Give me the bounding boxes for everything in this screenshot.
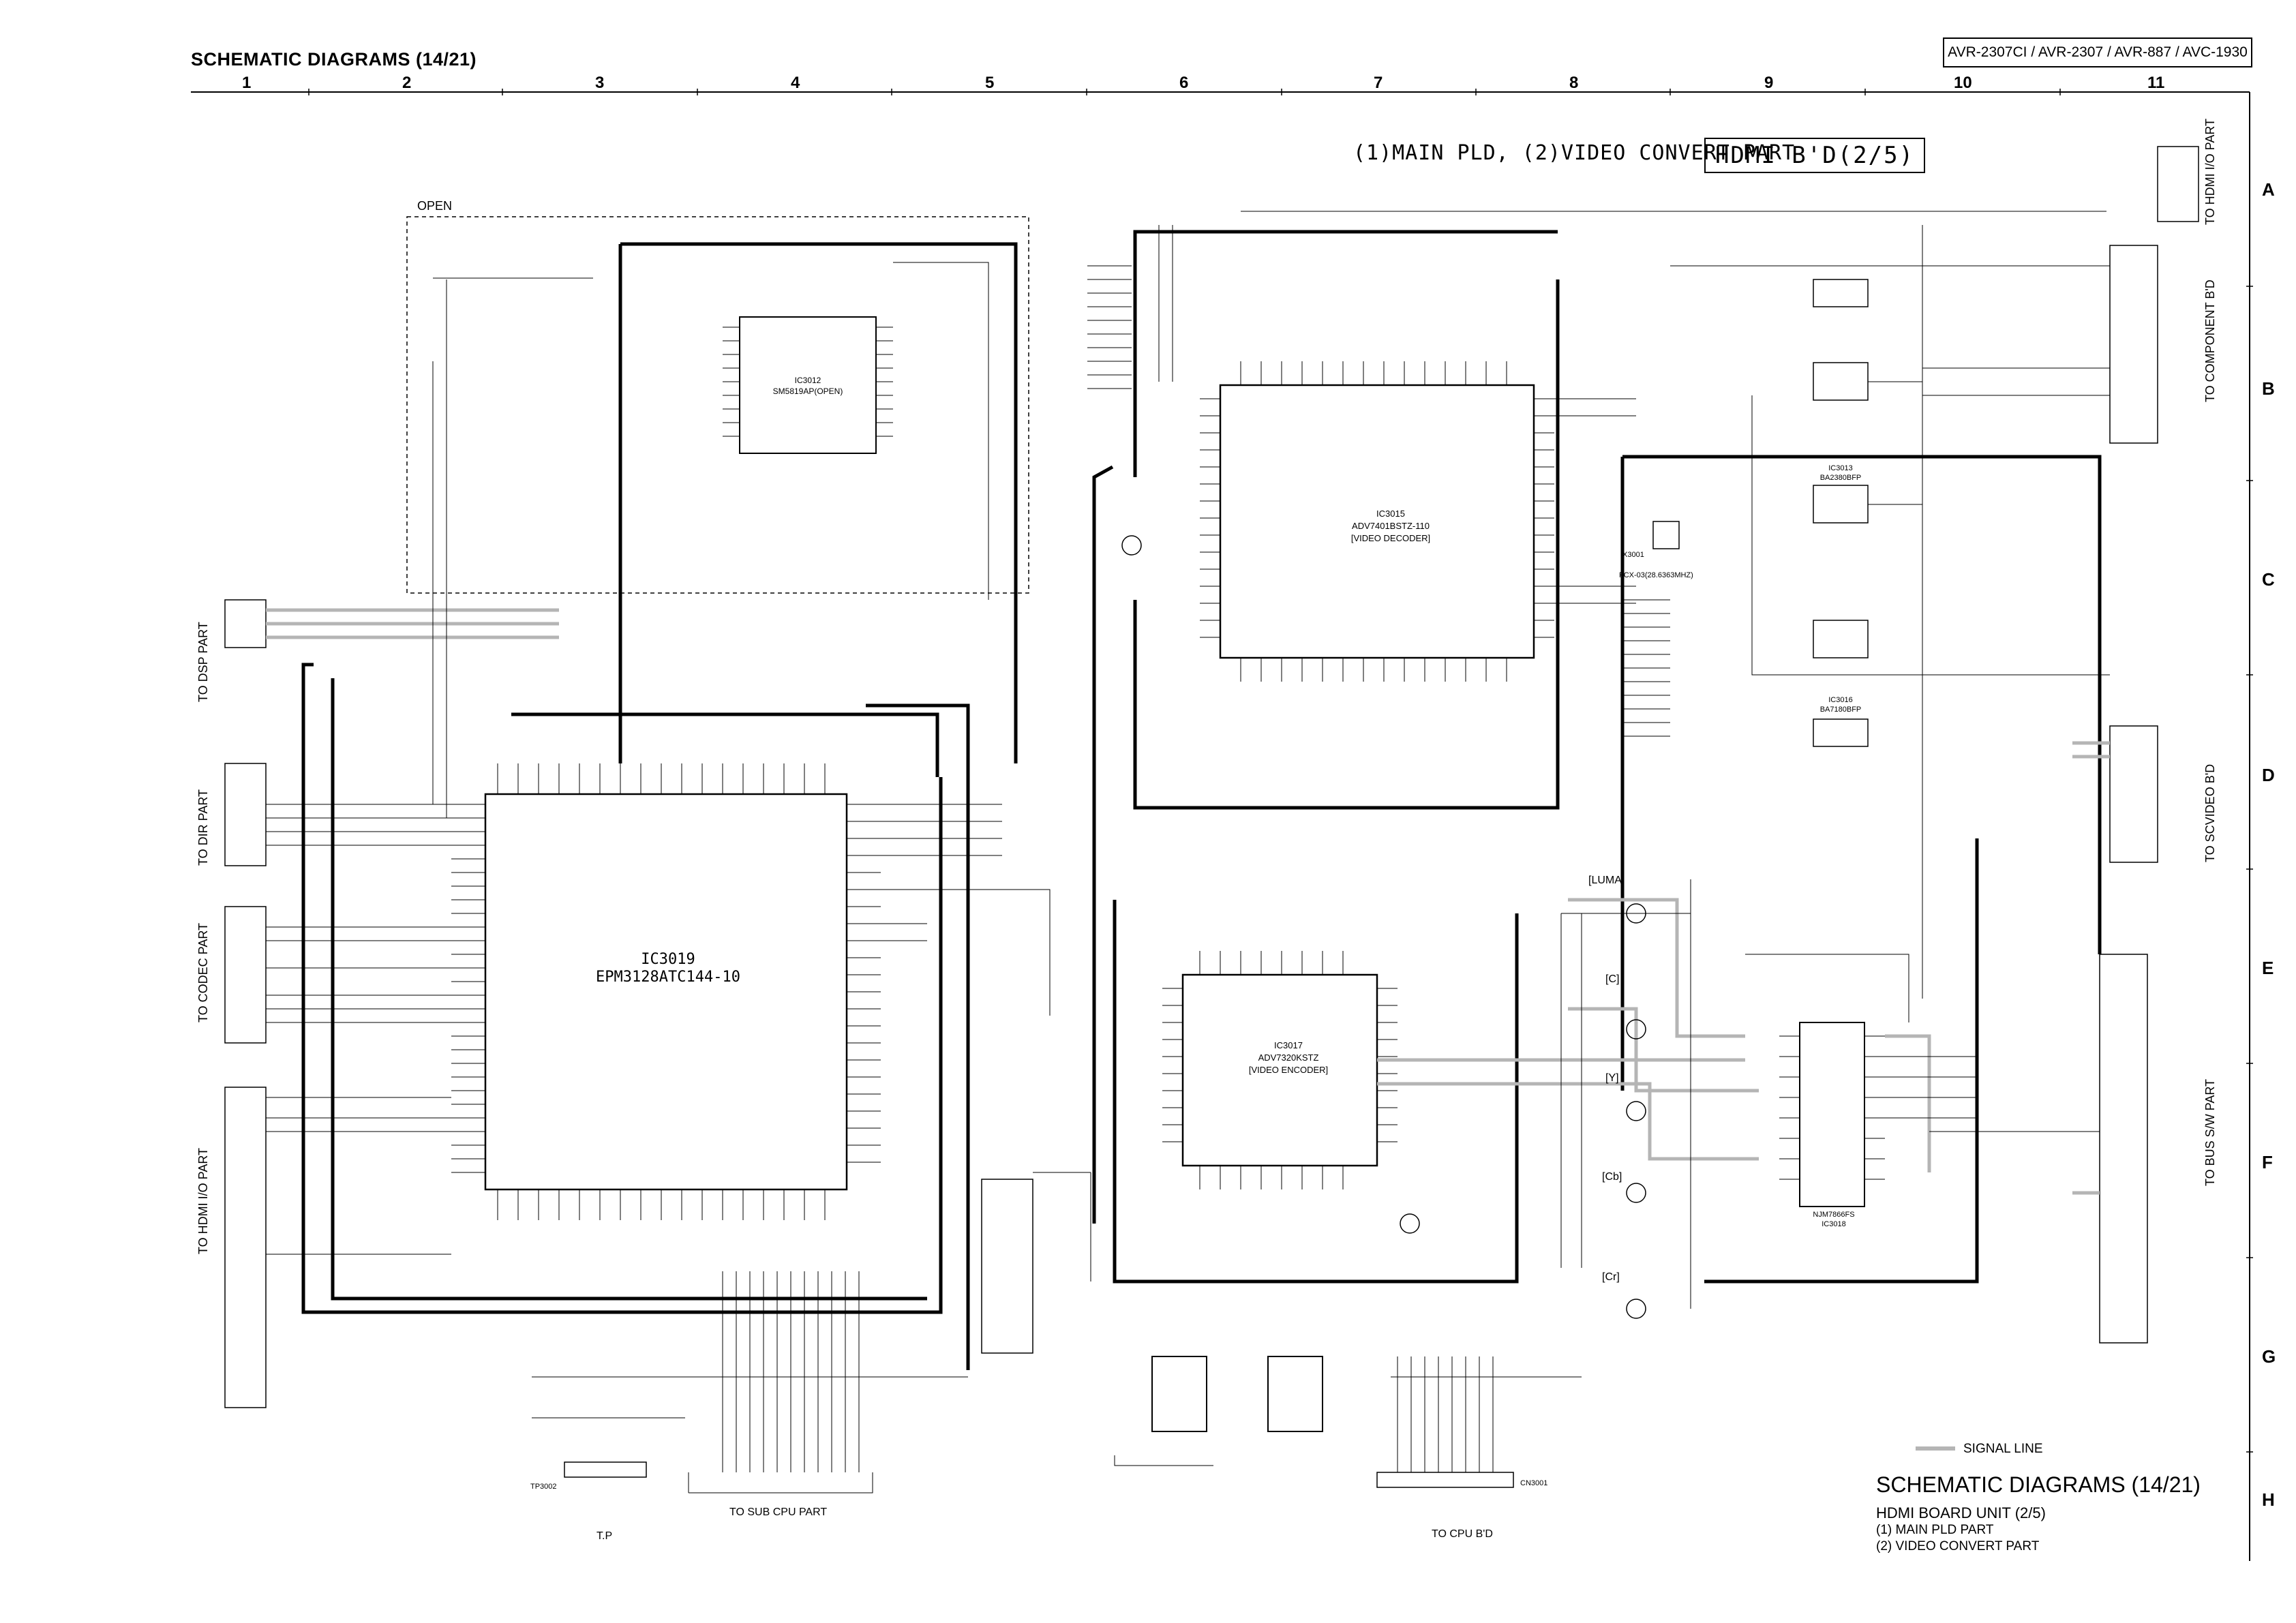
to-hdmi-io-part-right-label: TO HDMI I/O PART: [2203, 118, 2217, 225]
to-sub-cpu-part-label: TO SUB CPU PART: [729, 1506, 828, 1518]
test-point-label: T.P: [596, 1530, 613, 1542]
grid-row-d: D: [2262, 765, 2275, 785]
grid-col-6: 6: [1179, 74, 1189, 92]
grid-col-8: 8: [1569, 74, 1579, 92]
section-caption: (1)MAIN PLD, (2)VIDEO CONVERT PART: [1353, 141, 1796, 165]
ic3019-label: IC3019 EPM3128ATC144-10: [559, 951, 777, 986]
signal-line-legend: SIGNAL LINE: [1963, 1442, 2043, 1456]
ic3016-label: IC3016 BA7180BFP: [1807, 695, 1875, 714]
to-hdmi-io-part-left-label: TO HDMI I/O PART: [196, 1147, 210, 1254]
ic3012-name: IC3012: [794, 376, 821, 385]
footer-line-2: (2) VIDEO CONVERT PART: [1876, 1539, 2040, 1553]
ic3015-function: [VIDEO DECODER]: [1350, 533, 1431, 543]
model-list: AVR-2307CI / AVR-2307 / AVR-887 / AVC-19…: [1943, 37, 2252, 67]
ic3016-name: IC3016: [1828, 696, 1853, 704]
grid-col-2: 2: [402, 74, 412, 92]
grid-row-a: A: [2262, 179, 2275, 200]
footer-title: SCHEMATIC DIAGRAMS (14/21): [1876, 1472, 2201, 1497]
grid-row-b: B: [2262, 378, 2275, 399]
grid-col-1: 1: [242, 74, 252, 92]
grid-row-g: G: [2262, 1346, 2276, 1367]
ic3015-label: IC3015 ADV7401BSTZ-110 [VIDEO DECODER]: [1323, 508, 1459, 545]
page-title: SCHEMATIC DIAGRAMS (14/21): [191, 49, 477, 70]
ic3013-name: IC3013: [1828, 464, 1853, 472]
y-block-label: [Y]: [1605, 1072, 1619, 1084]
grid-row-h: H: [2262, 1489, 2275, 1510]
footer-subtitle: HDMI BOARD UNIT (2/5): [1876, 1504, 2046, 1521]
cb-block-label: [Cb]: [1602, 1171, 1622, 1183]
to-bus-sw-part-label: TO BUS S/W PART: [2203, 1078, 2217, 1186]
to-dir-part-label: TO DIR PART: [196, 789, 210, 866]
grid-col-7: 7: [1374, 74, 1383, 92]
ic3019-part: EPM3128ATC144-10: [596, 969, 740, 986]
board-label: HDMI B'D(2/5): [1704, 138, 1925, 173]
grid-col-3: 3: [595, 74, 605, 92]
ic3017-part: ADV7320KSTZ: [1258, 1052, 1319, 1063]
cr-block-label: [Cr]: [1602, 1271, 1620, 1283]
grid-col-4: 4: [791, 74, 800, 92]
grid-col-11: 11: [2147, 74, 2165, 92]
grid-row-f: F: [2262, 1152, 2273, 1172]
ic3018-name: IC3018: [1822, 1220, 1846, 1228]
ic3017-name: IC3017: [1274, 1040, 1303, 1050]
ic3017-label: IC3017 ADV7320KSTZ [VIDEO ENCODER]: [1220, 1040, 1357, 1076]
ic3015-name: IC3015: [1376, 509, 1405, 519]
luma-block-label: [LUMA]: [1588, 875, 1625, 886]
tp3002-label: TP3002: [530, 1483, 557, 1491]
ic3015-part: ADV7401BSTZ-110: [1352, 521, 1430, 531]
to-component-bd-label: TO COMPONENT B'D: [2203, 279, 2217, 402]
grid-col-9: 9: [1764, 74, 1774, 92]
grid-row-c: C: [2262, 569, 2275, 590]
grid-col-10: 10: [1954, 74, 1972, 92]
ic3012-part: SM5819AP(OPEN): [772, 386, 843, 396]
to-scvideo-bd-label: TO SCVIDEO B'D: [2203, 763, 2217, 862]
open-region-label: OPEN: [417, 199, 453, 213]
ic3019-name: IC3019: [641, 951, 695, 968]
crystal-part-label: FCX-03(28.6363MHZ): [1619, 571, 1693, 579]
ic3018-label: NJM7866FS IC3018: [1786, 1210, 1882, 1229]
footer-line-1: (1) MAIN PLD PART: [1876, 1523, 1994, 1537]
to-cpu-bd-label: TO CPU B'D: [1432, 1528, 1493, 1540]
ic3013-part: BA2380BFP: [1819, 474, 1862, 482]
ic3016-part: BA7180BFP: [1819, 706, 1862, 714]
to-codec-part-label: TO CODEC PART: [196, 922, 210, 1022]
c-block-label: [C]: [1605, 973, 1620, 985]
grid-col-5: 5: [985, 74, 995, 92]
ic3017-function: [VIDEO ENCODER]: [1248, 1065, 1329, 1075]
crystal-label: X3001: [1622, 551, 1644, 559]
ic3012-label: IC3012 SM5819AP(OPEN): [760, 375, 856, 397]
to-dsp-part-label: TO DSP PART: [196, 622, 210, 702]
signal-line-swatch: [1916, 1446, 1955, 1451]
cn3001-label: CN3001: [1520, 1479, 1548, 1487]
ic3018-part: NJM7866FS: [1813, 1211, 1855, 1219]
ic3013-label: IC3013 BA2380BFP: [1807, 464, 1875, 483]
grid-row-e: E: [2262, 958, 2274, 978]
